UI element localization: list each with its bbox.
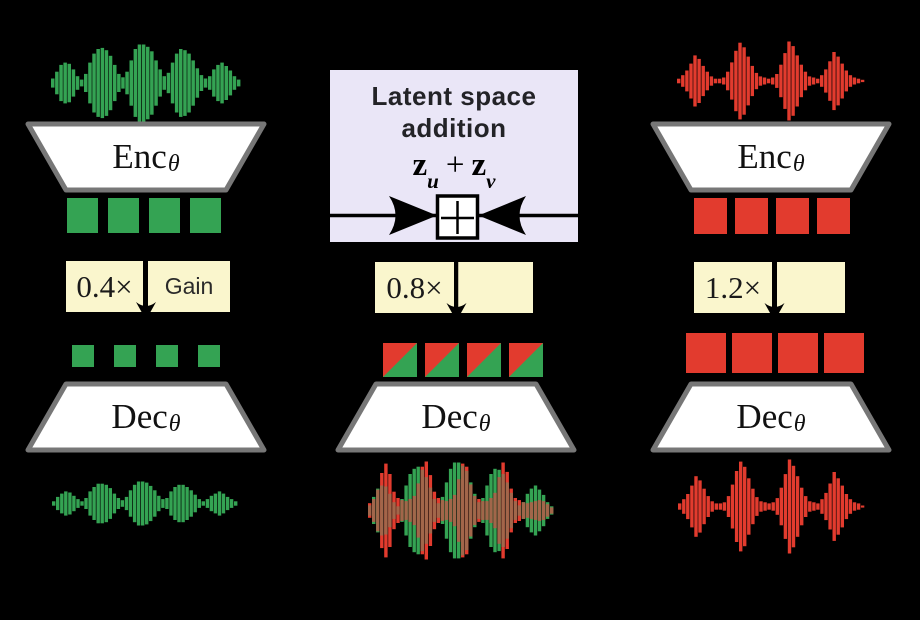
theta-subscript: θ (167, 150, 180, 177)
input-waveform-green (51, 44, 241, 122)
latent-square-split (467, 343, 501, 377)
gain-empty-cell (777, 262, 845, 313)
gain-box-middle: 0.8× (375, 262, 533, 313)
latent-square-green (108, 198, 139, 233)
output-waveform-green (52, 481, 238, 526)
latent-square-red (778, 333, 818, 373)
latent-square-green (198, 345, 220, 367)
latent-row-red-scaled (686, 333, 864, 373)
gain-empty-cell (458, 262, 533, 313)
gain-value-middle: 0.8× (386, 269, 443, 305)
gain-value-left: 0.4× (76, 268, 133, 304)
gain-multiplier-left: 0.4× (66, 261, 143, 312)
gain-value-right: 1.2× (704, 269, 762, 305)
latent-sum-formula: zu+zv (412, 147, 496, 193)
theta-subscript: θ (793, 410, 806, 437)
output-waveform-red (678, 459, 865, 554)
gain-box-right: 1.2× (694, 262, 845, 313)
latent-square-green (190, 198, 221, 233)
latent-square-green (149, 198, 180, 233)
latent-row-mixed-scaled (383, 343, 543, 377)
latent-row-red-top (694, 198, 850, 234)
latent-row-green-scaled (72, 345, 220, 367)
latent-square-green (67, 198, 98, 233)
gain-label-cell: Gain (148, 261, 230, 312)
latent-square-red (694, 198, 727, 234)
latent-square-split (383, 343, 417, 377)
latent-square-green (72, 345, 94, 367)
latent-square-split (425, 343, 459, 377)
latent-square-red (776, 198, 809, 234)
theta-subscript: θ (168, 410, 181, 437)
latent-addition-box: Latent space addition zu+zv (330, 70, 578, 242)
latent-square-red (817, 198, 850, 234)
theta-subscript: θ (478, 410, 491, 437)
latent-square-red (824, 333, 864, 373)
latent-square-red (735, 198, 768, 234)
latent-square-green (114, 345, 136, 367)
latent-square-red (686, 333, 726, 373)
theta-subscript: θ (792, 150, 805, 177)
latent-box-title-line2: addition (401, 113, 507, 143)
latent-box-title-line1: Latent space (371, 81, 537, 111)
gain-box-left: 0.4× Gain (66, 261, 230, 312)
latent-row-green-top (67, 198, 221, 233)
gain-multiplier-middle: 0.8× (375, 262, 454, 313)
input-waveform-red (677, 41, 865, 121)
output-waveform-mixed (368, 461, 554, 560)
latent-square-red (732, 333, 772, 373)
gain-label: Gain (164, 273, 214, 299)
gain-multiplier-right: 1.2× (694, 262, 772, 313)
latent-square-green (156, 345, 178, 367)
latent-square-split (509, 343, 543, 377)
